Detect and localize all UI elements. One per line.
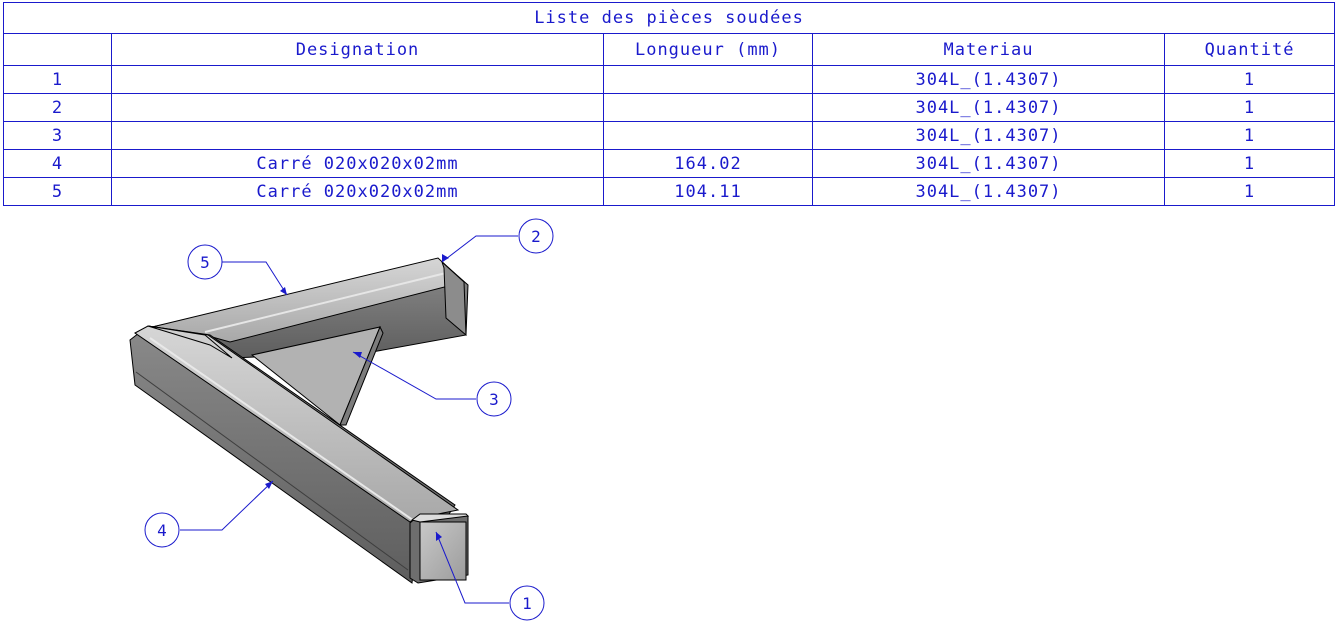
table-row: 4 Carré 020x020x02mm 164.02 304L_(1.4307… <box>3 149 1335 178</box>
table-row: 5 Carré 020x020x02mm 104.11 304L_(1.4307… <box>3 177 1335 206</box>
square-end-cap <box>409 513 470 584</box>
table-row: 3 304L_(1.4307) 1 <box>3 121 1335 150</box>
cell-item: 5 <box>3 177 112 206</box>
balloon-2: 2 <box>518 218 554 254</box>
header-longueur: Longueur (mm) <box>603 33 813 66</box>
balloon-label: 2 <box>531 227 541 246</box>
cell-quantite: 1 <box>1163 65 1335 94</box>
cell-longueur: 104.11 <box>603 177 813 206</box>
leader-line-5 <box>222 261 288 296</box>
arrowhead-5 <box>280 287 287 295</box>
cell-materiau: 304L_(1.4307) <box>812 177 1165 206</box>
table-row: 1 304L_(1.4307) 1 <box>3 65 1335 94</box>
header-quantite: Quantité <box>1163 33 1335 66</box>
cell-longueur: 164.02 <box>603 149 813 178</box>
arrowhead-4 <box>265 481 273 489</box>
weldment-cut-list-table: Liste des pièces soudées Designation Lon… <box>2 2 1335 206</box>
balloon-1: 1 <box>509 585 545 621</box>
leader-line-3 <box>352 351 476 400</box>
balloon-label: 3 <box>489 390 499 409</box>
leader-line-4 <box>180 480 274 531</box>
table-title: Liste des pièces soudées <box>2 2 1335 34</box>
cell-designation: Carré 020x020x02mm <box>111 177 604 206</box>
balloon-5: 5 <box>187 244 223 280</box>
header-item <box>3 33 112 66</box>
leader-line-1 <box>435 531 509 604</box>
balloon-3: 3 <box>476 381 512 417</box>
cell-quantite: 1 <box>1163 149 1335 178</box>
balloon-label: 1 <box>522 594 532 613</box>
cell-materiau: 304L_(1.4307) <box>812 149 1165 178</box>
cell-quantite: 1 <box>1163 177 1335 206</box>
balloon-label: 5 <box>200 253 210 272</box>
arrowhead-3 <box>353 352 362 358</box>
arrowhead-2 <box>442 254 449 262</box>
cell-quantite: 1 <box>1163 93 1335 122</box>
leader-line-2 <box>441 235 518 263</box>
balloon-circle <box>518 218 554 254</box>
cell-designation <box>111 121 604 150</box>
cell-quantite: 1 <box>1163 121 1335 150</box>
table-row: 2 304L_(1.4307) 1 <box>3 93 1335 122</box>
cell-item: 4 <box>3 149 112 178</box>
balloon-circle <box>144 512 180 548</box>
cell-longueur <box>603 65 813 94</box>
cell-item: 1 <box>3 65 112 94</box>
lower-square-tube <box>129 325 460 584</box>
balloon-label: 4 <box>157 521 167 540</box>
balloon-circle <box>187 244 223 280</box>
arrowhead-1 <box>436 532 442 541</box>
balloon-4: 4 <box>144 512 180 548</box>
cell-materiau: 304L_(1.4307) <box>812 121 1165 150</box>
leader-arrowheads <box>265 254 449 541</box>
triangular-gusset-plate <box>250 325 384 426</box>
balloon-leaders <box>180 235 518 604</box>
balloon-circle <box>476 381 512 417</box>
cell-materiau: 304L_(1.4307) <box>812 65 1165 94</box>
balloon-circle <box>509 585 545 621</box>
table-title-row: Liste des pièces soudées <box>2 2 1335 34</box>
